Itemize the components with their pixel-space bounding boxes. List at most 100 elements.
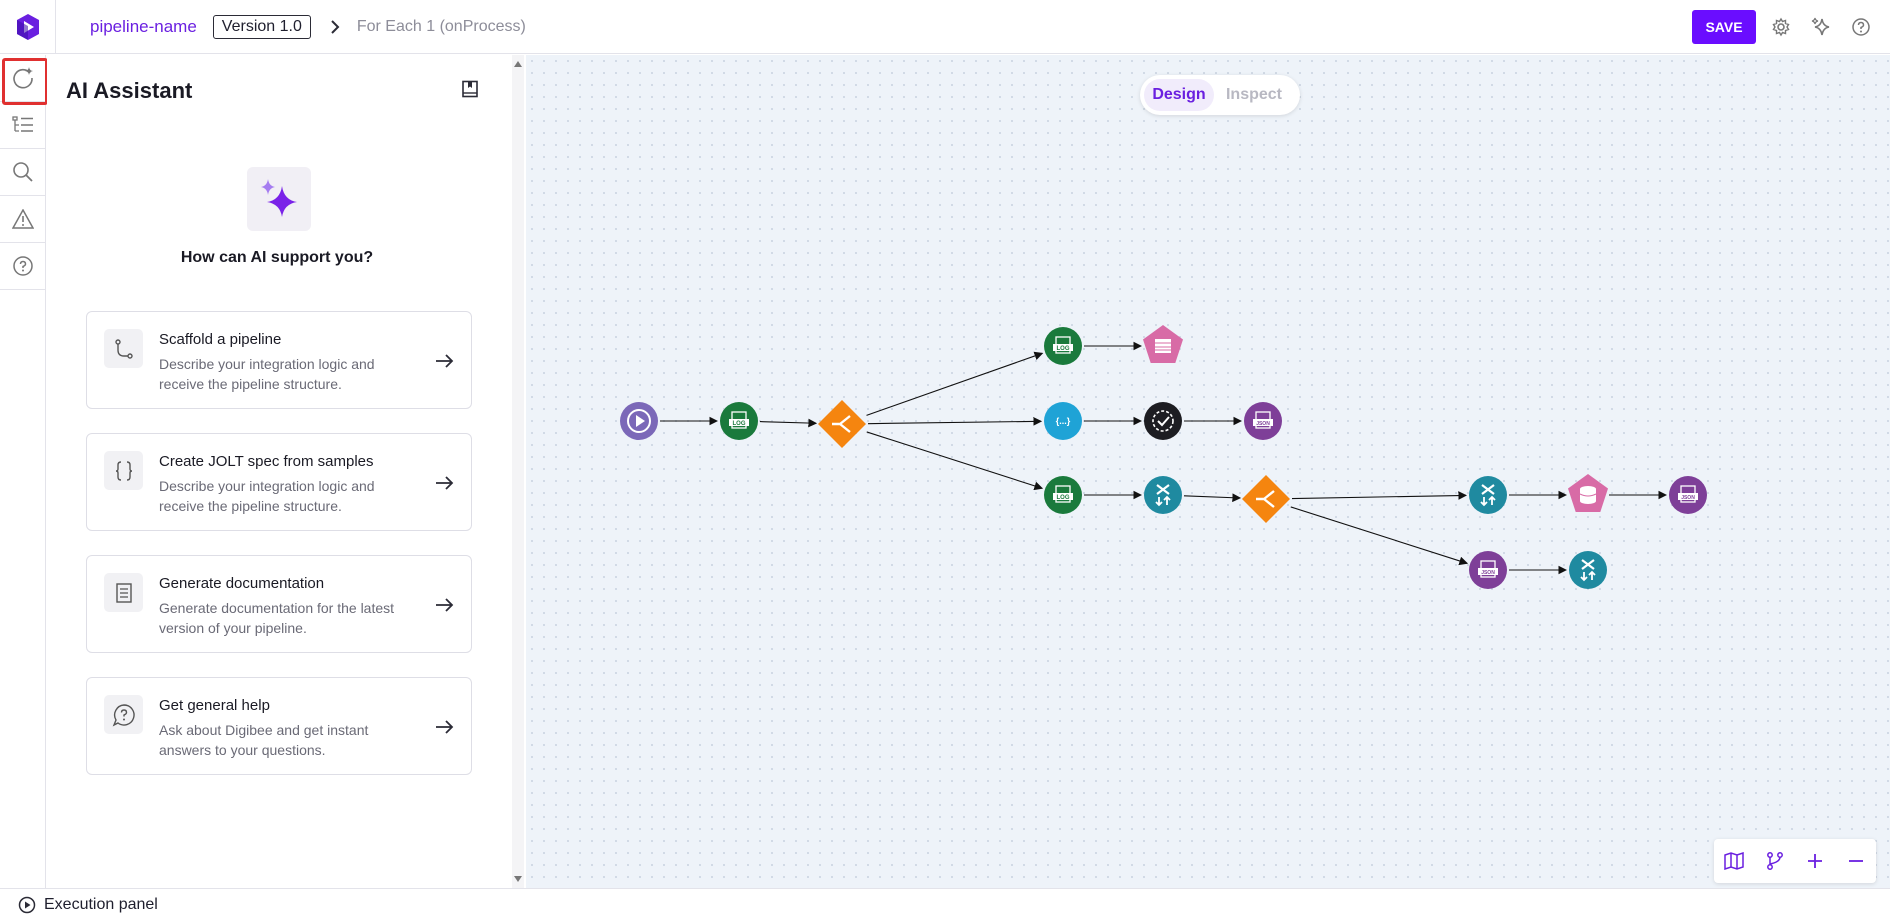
transformer-node[interactable] bbox=[1469, 476, 1507, 514]
card-generate-documentation[interactable]: Generate documentation Generate document… bbox=[86, 555, 472, 653]
rail-tree-list[interactable] bbox=[0, 102, 46, 149]
scroll-down-arrow[interactable] bbox=[514, 876, 522, 882]
panel-scrollbar[interactable] bbox=[512, 55, 524, 888]
rest-label: {...} bbox=[1056, 416, 1071, 426]
logo-icon bbox=[16, 13, 39, 40]
log-glyph-icon: LOG bbox=[729, 411, 749, 429]
rail-warnings[interactable] bbox=[0, 196, 46, 243]
choice-glyph-icon bbox=[1256, 490, 1275, 508]
ai-sparkle-icon[interactable] bbox=[1806, 12, 1836, 42]
json-glyph-icon: JSON bbox=[1253, 411, 1273, 429]
sparkle-icon bbox=[261, 179, 297, 217]
card-scaffold-pipeline[interactable]: Scaffold a pipeline Describe your integr… bbox=[86, 311, 472, 409]
arrow-right-icon bbox=[433, 594, 455, 616]
card-get-general-help[interactable]: Get general help Ask about Digibee and g… bbox=[86, 677, 472, 775]
choice-node[interactable] bbox=[1242, 475, 1290, 523]
choice-node[interactable] bbox=[818, 400, 866, 448]
database-glyph-icon bbox=[1579, 486, 1597, 504]
question-bubble-icon bbox=[104, 695, 143, 734]
card-description: Generate documentation for the latest ve… bbox=[159, 600, 395, 636]
json-glyph-icon: JSON bbox=[1478, 560, 1498, 578]
log-node[interactable]: LOG bbox=[1044, 327, 1082, 365]
left-rail bbox=[0, 55, 48, 888]
trigger-glyph-icon bbox=[627, 409, 651, 433]
rail-search[interactable] bbox=[0, 149, 46, 196]
rail-help[interactable] bbox=[0, 243, 46, 290]
json-label: JSON bbox=[1256, 421, 1270, 427]
execution-panel-bar[interactable]: Execution panel bbox=[0, 888, 1890, 920]
json-node[interactable]: JSON bbox=[1669, 476, 1707, 514]
warning-icon bbox=[12, 209, 34, 229]
mode-toggle: Design Inspect bbox=[1140, 75, 1300, 115]
pipeline-canvas[interactable]: Design Inspect LOG LOG {...} JSON LOG JSON JSO… bbox=[526, 55, 1890, 888]
breadcrumb-subflow: For Each 1 (onProcess) bbox=[356, 17, 526, 35]
search-icon bbox=[13, 162, 33, 182]
json-label: JSON bbox=[1481, 570, 1495, 576]
mode-inspect-tab[interactable]: Inspect bbox=[1225, 86, 1282, 103]
transformer-node[interactable] bbox=[1144, 476, 1182, 514]
ai-assistant-panel: AI Assistant How can AI support you? Sca… bbox=[47, 55, 522, 888]
table-node[interactable] bbox=[1143, 325, 1183, 363]
transformer-glyph-icon bbox=[1580, 559, 1596, 582]
rest-glyph-icon: {...} bbox=[1056, 416, 1071, 426]
pipeline-flow: LOG LOG {...} JSON LOG JSON JSON bbox=[620, 325, 1707, 589]
mode-design-tab[interactable]: Design bbox=[1144, 79, 1214, 111]
card-title: Generate documentation bbox=[159, 575, 325, 592]
ai-assistant-icon bbox=[13, 67, 33, 89]
connector-line bbox=[759, 418, 818, 428]
json-node[interactable]: JSON bbox=[1244, 402, 1282, 440]
braces-icon bbox=[104, 451, 143, 490]
rail-ai-assistant[interactable] bbox=[0, 55, 48, 105]
book-icon[interactable] bbox=[461, 80, 481, 100]
arrow-right-icon bbox=[433, 472, 455, 494]
chevron-right-icon bbox=[327, 19, 343, 35]
validator-glyph-icon bbox=[1152, 410, 1174, 432]
settings-gear-icon[interactable] bbox=[1766, 12, 1796, 42]
document-icon bbox=[104, 573, 143, 612]
rest-node[interactable]: {...} bbox=[1044, 402, 1082, 440]
pipeline-name-link[interactable]: pipeline-name bbox=[90, 16, 197, 36]
card-description: Describe your integration logic and rece… bbox=[159, 478, 375, 514]
version-badge[interactable]: Version 1.0 bbox=[212, 14, 311, 39]
log-node[interactable]: LOG bbox=[1044, 476, 1082, 514]
connector-line bbox=[867, 417, 1043, 426]
table-glyph-icon bbox=[1155, 339, 1171, 353]
transformer-node[interactable] bbox=[1569, 551, 1607, 589]
json-glyph-icon: JSON bbox=[1678, 485, 1698, 503]
connector-line bbox=[1290, 506, 1469, 566]
arrow-right-icon bbox=[433, 716, 455, 738]
zoom-out-icon[interactable] bbox=[1843, 848, 1869, 874]
arrow-right-icon bbox=[433, 350, 455, 372]
panel-title: AI Assistant bbox=[66, 78, 193, 103]
ai-question-heading: How can AI support you? bbox=[180, 249, 374, 266]
execution-panel-label: Execution panel bbox=[44, 895, 158, 913]
tree-list-icon bbox=[12, 116, 33, 132]
ai-hero-sparkle bbox=[247, 167, 311, 231]
map-icon[interactable] bbox=[1721, 848, 1747, 874]
trigger-node[interactable] bbox=[620, 402, 658, 440]
branch-icon[interactable] bbox=[1762, 848, 1788, 874]
card-title: Get general help bbox=[159, 697, 270, 714]
database-node[interactable] bbox=[1568, 474, 1608, 512]
connector-line bbox=[1291, 491, 1468, 500]
card-create-jolt-spec[interactable]: Create JOLT spec from samples Describe y… bbox=[86, 433, 472, 531]
help-circle-icon[interactable] bbox=[1846, 12, 1876, 42]
log-glyph-icon: LOG bbox=[1053, 485, 1073, 503]
digibee-logo[interactable] bbox=[0, 0, 56, 54]
connector-line bbox=[866, 351, 1044, 416]
help-icon bbox=[13, 256, 33, 276]
connector-line bbox=[866, 431, 1044, 491]
transformer-glyph-icon bbox=[1480, 484, 1496, 507]
validator-node[interactable] bbox=[1144, 402, 1182, 440]
card-title: Scaffold a pipeline bbox=[159, 331, 282, 348]
json-node[interactable]: JSON bbox=[1469, 551, 1507, 589]
log-label: LOG bbox=[1057, 495, 1070, 501]
canvas-controls bbox=[1714, 839, 1876, 883]
zoom-in-icon[interactable] bbox=[1802, 848, 1828, 874]
save-button[interactable]: SAVE bbox=[1692, 10, 1756, 44]
scroll-up-arrow[interactable] bbox=[514, 61, 522, 67]
json-label: JSON bbox=[1681, 495, 1695, 501]
card-title: Create JOLT spec from samples bbox=[159, 453, 374, 470]
log-node[interactable]: LOG bbox=[720, 402, 758, 440]
choice-glyph-icon bbox=[832, 415, 851, 433]
